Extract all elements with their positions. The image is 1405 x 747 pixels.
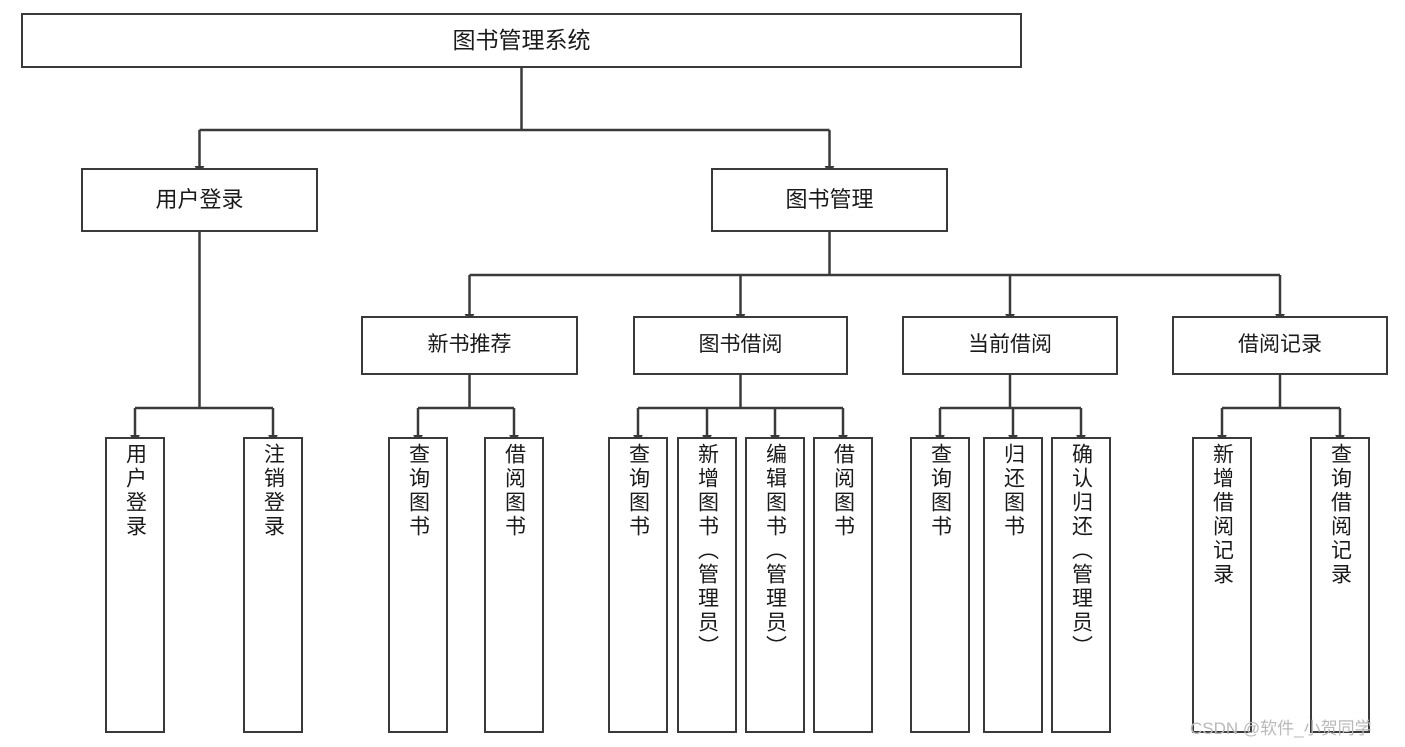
node-l_bo_query[interactable]: 查询图书: [608, 437, 668, 733]
node-label-l_rc_add: 新增借阅记录: [1210, 443, 1234, 587]
node-label-l_cu_query: 查询图书: [928, 443, 952, 539]
node-records[interactable]: 借阅记录: [1172, 316, 1388, 375]
node-label-bookmgmt: 图书管理: [785, 187, 874, 213]
node-login[interactable]: 用户登录: [81, 168, 318, 232]
node-label-l_bo_borrow: 借阅图书: [831, 443, 855, 539]
node-l_logout[interactable]: 注销登录: [243, 437, 303, 733]
node-bookmgmt[interactable]: 图书管理: [711, 168, 948, 232]
node-current[interactable]: 当前借阅: [902, 316, 1118, 375]
node-l_nb_query[interactable]: 查询图书: [388, 437, 448, 733]
node-l_bo_edit[interactable]: 编辑图书（管理员）: [745, 437, 805, 733]
node-label-current: 当前借阅: [968, 333, 1052, 357]
node-l_bo_add[interactable]: 新增图书（管理员）: [677, 437, 737, 733]
edge-group: [130, 68, 1345, 444]
node-label-l_nb_borrow: 借阅图书: [502, 443, 526, 539]
node-label-l_cu_conf: 确认归还（管理员）: [1069, 443, 1093, 659]
node-label-records: 借阅记录: [1238, 333, 1322, 357]
node-l_bo_borrow[interactable]: 借阅图书: [813, 437, 873, 733]
node-l_cu_query[interactable]: 查询图书: [910, 437, 970, 733]
node-l_nb_borrow[interactable]: 借阅图书: [484, 437, 544, 733]
node-label-newbook: 新书推荐: [427, 333, 512, 357]
node-label-l_login: 用户登录: [123, 443, 147, 539]
node-l_rc_add[interactable]: 新增借阅记录: [1192, 437, 1252, 733]
node-label-l_cu_return: 归还图书: [1001, 443, 1025, 539]
node-label-l_bo_query: 查询图书: [626, 443, 650, 539]
node-l_rc_query[interactable]: 查询借阅记录: [1310, 437, 1370, 733]
node-borrow[interactable]: 图书借阅: [633, 316, 848, 375]
watermark-label: CSDN @软件_小贺同学: [1190, 719, 1372, 738]
node-label-root: 图书管理系统: [452, 26, 591, 53]
node-label-l_bo_add: 新增图书（管理员）: [695, 443, 719, 659]
node-label-l_logout: 注销登录: [261, 443, 285, 539]
node-l_login[interactable]: 用户登录: [105, 437, 165, 733]
node-newbook[interactable]: 新书推荐: [361, 316, 578, 375]
node-label-l_bo_edit: 编辑图书（管理员）: [763, 443, 787, 659]
node-label-login: 用户登录: [155, 187, 244, 213]
node-l_cu_return[interactable]: 归还图书: [983, 437, 1043, 733]
node-label-borrow: 图书借阅: [698, 333, 783, 357]
node-label-l_rc_query: 查询借阅记录: [1328, 443, 1352, 587]
node-root[interactable]: 图书管理系统: [21, 13, 1022, 68]
node-label-l_nb_query: 查询图书: [406, 443, 430, 539]
node-l_cu_conf[interactable]: 确认归还（管理员）: [1051, 437, 1111, 733]
